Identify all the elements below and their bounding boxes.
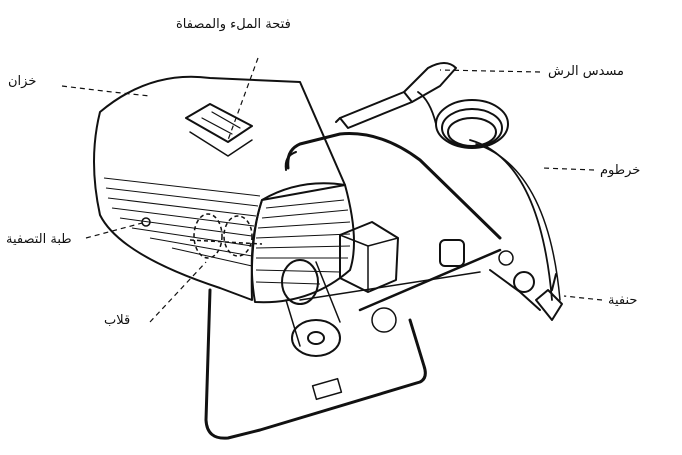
label-spray-gun: مسدس الرش [548, 64, 625, 79]
label-tank: خزان [8, 74, 37, 89]
pump-block [339, 221, 399, 293]
label-hose: خرطوم [600, 163, 641, 178]
spray-gun [339, 91, 413, 129]
label-agitator: قلاب [104, 313, 131, 328]
label-drain-plug: طبة التصفية [6, 232, 72, 247]
frame-handle [286, 132, 502, 240]
drive-pulley [291, 319, 341, 357]
agitator-hidden [189, 213, 263, 259]
air-chamber [439, 239, 465, 267]
pressure-gauge [513, 271, 535, 293]
label-valve: حنفية [608, 293, 638, 308]
valve-tap [535, 289, 563, 321]
label-fill-opening-strainer: فتحة الملء والمصفاة [176, 17, 291, 32]
tank-body [93, 75, 346, 301]
engine-pulley [281, 259, 319, 305]
return-pipe [204, 288, 427, 440]
tank-end-cap [250, 182, 355, 304]
leader-lines [61, 57, 603, 323]
fill-opening [185, 103, 253, 143]
